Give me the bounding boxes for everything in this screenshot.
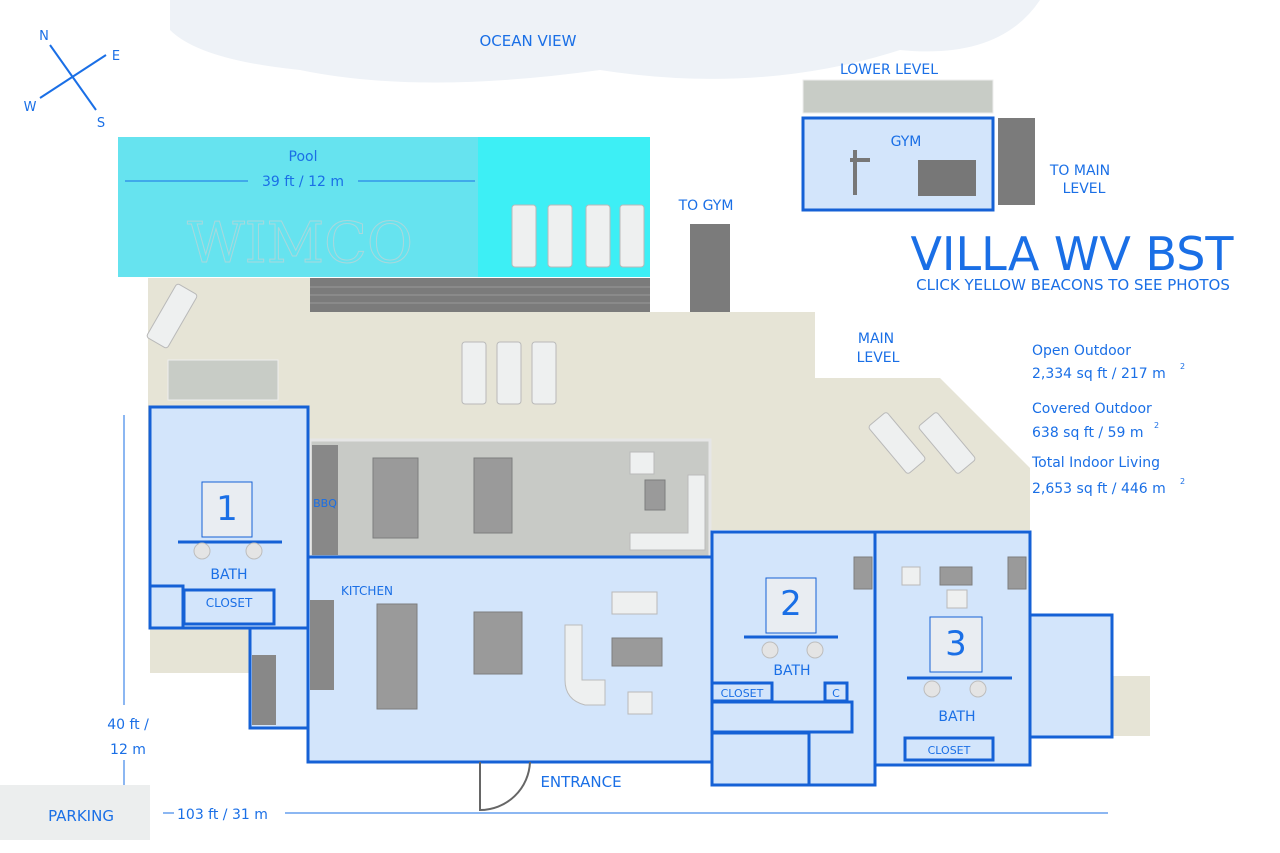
closet-c-label: C	[832, 687, 840, 700]
closet-label: CLOSET	[206, 596, 253, 610]
main-level-label-1: MAIN	[858, 331, 894, 347]
entrance-label: ENTRANCE	[540, 773, 621, 791]
wimco-watermark: WIMCO	[187, 211, 413, 276]
outdoor-shower-deck	[150, 628, 250, 673]
parking-area	[0, 785, 150, 840]
compass-s: S	[97, 116, 105, 131]
coffee-table	[611, 637, 663, 667]
compass-n: N	[39, 29, 49, 44]
bath-label: BATH	[210, 567, 247, 583]
kitchen-island	[376, 603, 418, 710]
outdoor-table-2	[473, 457, 513, 534]
pool-loungers	[511, 204, 645, 268]
kitchen-counter	[310, 600, 334, 690]
stat-value: 638 sq ft / 59 m	[1032, 425, 1144, 441]
treadmill-icon	[918, 160, 976, 196]
bath-3-annex	[1028, 613, 1114, 739]
pool-label: Pool	[289, 149, 318, 165]
stat-label: Total Indoor Living	[1031, 455, 1160, 471]
bath-1-shower	[148, 584, 185, 630]
ocean-area	[170, 0, 1040, 83]
compass-w: W	[24, 100, 37, 115]
dining-table	[473, 611, 523, 675]
stat-value: 2,334 sq ft / 217 m	[1032, 366, 1166, 382]
outdoor-shower-deck-east	[1112, 676, 1150, 736]
kitchen-label: KITCHEN	[341, 584, 393, 598]
planter	[167, 359, 279, 401]
closet-1	[182, 588, 276, 626]
to-gym-label: TO GYM	[678, 198, 734, 214]
bed-2	[765, 577, 817, 634]
bbq-grill	[312, 445, 338, 555]
outdoor-sofa	[629, 474, 706, 551]
gym-label: GYM	[891, 134, 922, 150]
stat-sup: 2	[1154, 421, 1159, 430]
height-dimension-2: 12 m	[110, 742, 146, 758]
pool[interactable]	[118, 137, 478, 277]
to-main-label-1: TO MAIN	[1049, 163, 1110, 179]
bath-label: BATH	[773, 663, 810, 679]
bed-1-number: 1	[216, 489, 238, 529]
stairs-to-main	[998, 118, 1035, 205]
main-level-label-2: LEVEL	[857, 350, 900, 366]
sofa	[564, 624, 606, 706]
pool-dimension: 39 ft / 12 m	[262, 174, 344, 190]
bath-label: BATH	[938, 709, 975, 725]
bed-1	[201, 481, 253, 538]
weight-bench-icon	[850, 150, 870, 195]
bed-3-number: 3	[945, 624, 967, 664]
compass-icon	[39, 44, 107, 111]
outdoor-table	[372, 457, 419, 539]
closet-3	[903, 736, 995, 762]
ocean-view-label: OCEAN VIEW	[479, 32, 576, 50]
bbq-label: BBQ	[313, 497, 337, 510]
lower-level-label: LOWER LEVEL	[840, 62, 938, 78]
height-dimension-1: 40 ft /	[107, 717, 149, 733]
parking-label: PARKING	[48, 807, 114, 825]
villa-subtitle: CLICK YELLOW BEACONS TO SEE PHOTOS	[916, 276, 1230, 294]
width-dimension: 103 ft / 31 m	[177, 807, 268, 823]
stat-label: Open Outdoor	[1032, 343, 1131, 359]
bed-2-number: 2	[780, 584, 802, 624]
stat-sup: 2	[1180, 477, 1185, 486]
area-stats: Open Outdoor 2,334 sq ft / 217 m 2 Cover…	[1031, 343, 1185, 497]
closet-label: CLOSET	[928, 744, 971, 757]
lower-level-terrace	[802, 79, 994, 114]
stat-label: Covered Outdoor	[1032, 401, 1152, 417]
stairs-to-gym	[690, 224, 730, 312]
deck-loungers	[146, 283, 976, 474]
closet-label: CLOSET	[721, 687, 764, 700]
to-main-label-2: LEVEL	[1063, 181, 1106, 197]
bed-3	[929, 616, 983, 673]
entrance-door[interactable]	[479, 761, 531, 812]
stat-sup: 2	[1180, 362, 1185, 371]
compass-e: E	[112, 49, 120, 64]
stat-value: 2,653 sq ft / 446 m	[1032, 481, 1166, 497]
villa-title: VILLA WV BST	[910, 227, 1234, 281]
